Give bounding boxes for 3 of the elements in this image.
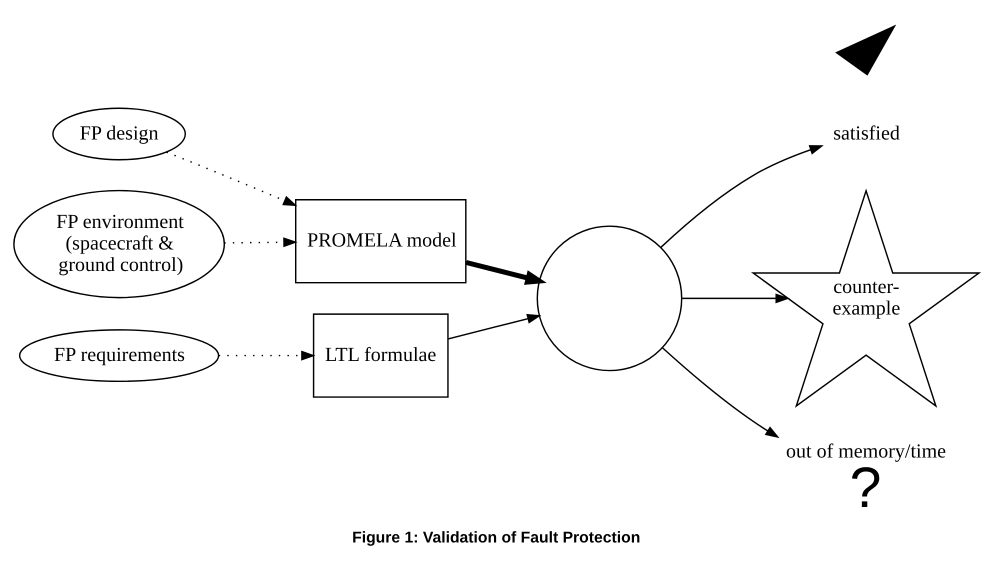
caption: Figure 1: Validation of Fault Protection — [352, 530, 640, 547]
node-text: satisfied — [833, 122, 900, 144]
node-text: out of memory/time ? — [786, 440, 946, 520]
